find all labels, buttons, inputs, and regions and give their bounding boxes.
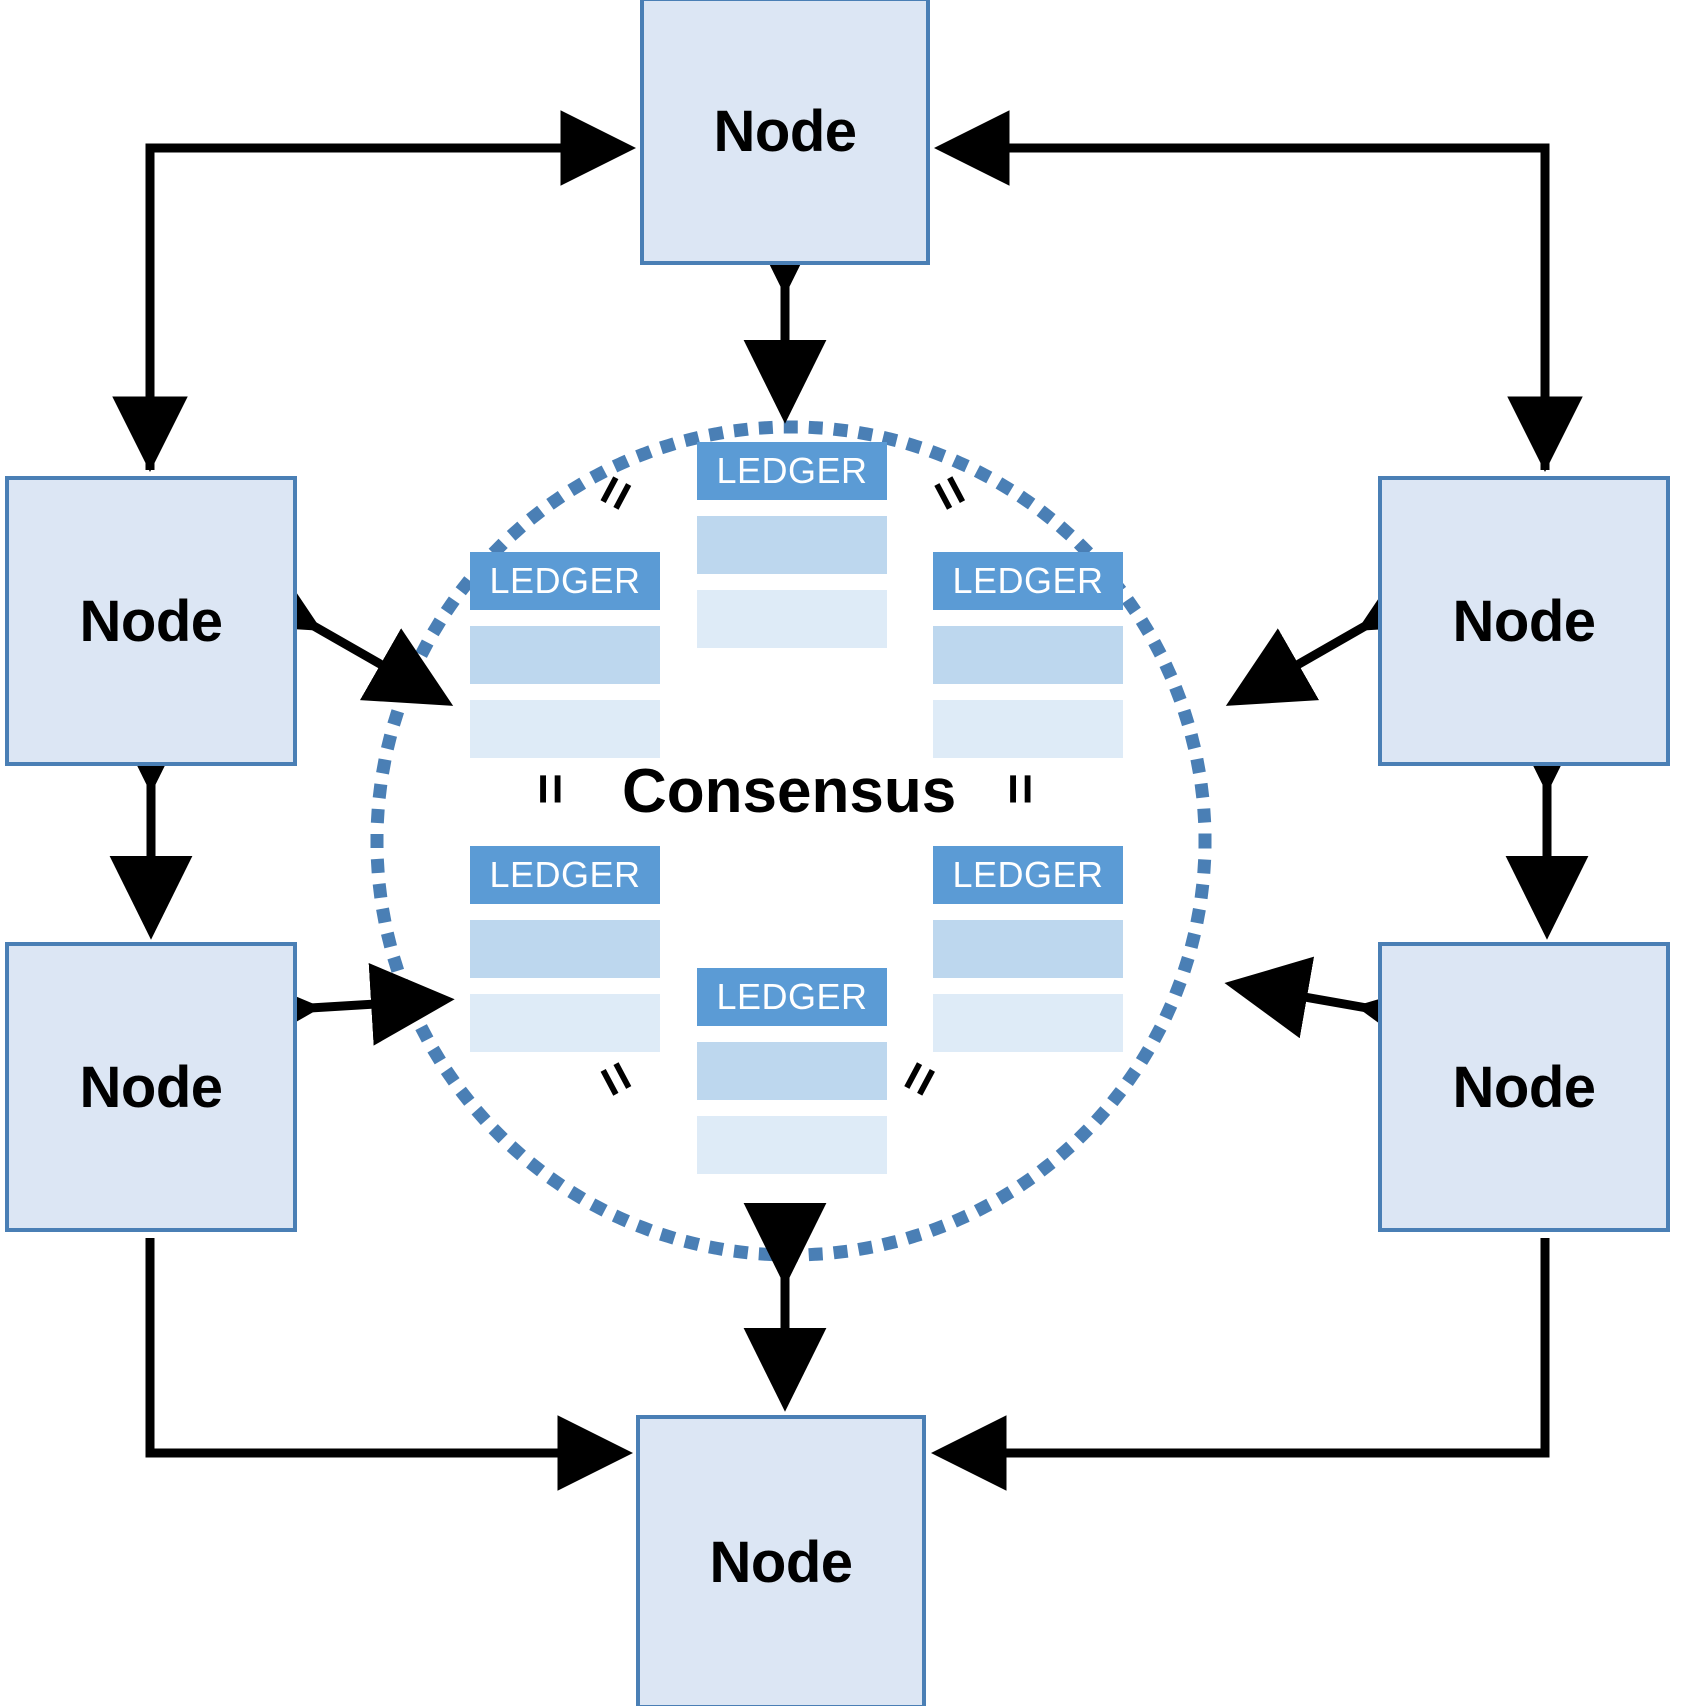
ledger-row-2 [697, 590, 887, 648]
ledger-header: LEDGER [470, 552, 660, 610]
ledger-row-2 [933, 994, 1123, 1052]
arrow-leftlower-to-circle [235, 962, 455, 1054]
ledger-header: LEDGER [697, 968, 887, 1026]
node-box-top[interactable]: Node [640, 0, 930, 265]
ledger-header: LEDGER [933, 552, 1123, 610]
ledger-card-right-lower[interactable]: LEDGER [933, 846, 1123, 1052]
ledger-card-bottom[interactable]: LEDGER [697, 968, 887, 1174]
ledger-row-2 [470, 994, 660, 1052]
arrow-bottomleft-to-bottomnode [145, 1238, 633, 1491]
ledger-row-2 [697, 1116, 887, 1174]
node-label: Node [79, 588, 224, 654]
equals-mark-mid-left: = [519, 773, 580, 805]
node-label: Node [1452, 588, 1597, 654]
ledger-row-2 [470, 700, 660, 758]
arrow-rightlower-to-circle [1224, 956, 1446, 1062]
equals-mark-bottom-right: = [885, 1050, 954, 1108]
node-label: Node [1452, 1054, 1597, 1120]
ledger-row-1 [697, 516, 887, 574]
ledger-row-1 [933, 920, 1123, 978]
ledger-row-1 [470, 626, 660, 684]
node-box-left-upper[interactable]: Node [5, 476, 297, 766]
node-box-right-upper[interactable]: Node [1378, 476, 1670, 766]
ledger-header: LEDGER [933, 846, 1123, 904]
equals-mark-top-left: = [581, 464, 650, 522]
equals-mark-top-right: = [915, 464, 984, 522]
ledger-row-2 [933, 700, 1123, 758]
arrow-rightupper-to-circle [1225, 553, 1451, 706]
arrow-topright-to-topnode [934, 110, 1550, 470]
ledger-card-left-upper[interactable]: LEDGER [470, 552, 660, 758]
ledger-row-1 [933, 626, 1123, 684]
ledger-header: LEDGER [470, 846, 660, 904]
node-box-bottom[interactable]: Node [636, 1415, 926, 1706]
ledger-card-left-lower[interactable]: LEDGER [470, 846, 660, 1052]
node-label: Node [713, 98, 858, 164]
consensus-label: Consensus [622, 757, 957, 826]
arrow-bottomright-to-bottomnode [931, 1238, 1550, 1491]
arrow-topleft-to-topnode [145, 110, 636, 470]
equals-mark-bottom-left: = [581, 1050, 650, 1108]
node-label: Node [79, 1054, 224, 1120]
ledger-header: LEDGER [697, 442, 887, 500]
ledger-row-1 [697, 1042, 887, 1100]
node-box-left-lower[interactable]: Node [5, 942, 297, 1232]
arrow-leftupper-to-circle [228, 553, 454, 706]
node-label: Node [709, 1529, 854, 1595]
ledger-row-1 [470, 920, 660, 978]
equals-mark-mid-right: = [989, 773, 1050, 805]
node-box-right-lower[interactable]: Node [1378, 942, 1670, 1232]
ledger-card-right-upper[interactable]: LEDGER [933, 552, 1123, 758]
ledger-card-top[interactable]: LEDGER [697, 442, 887, 648]
